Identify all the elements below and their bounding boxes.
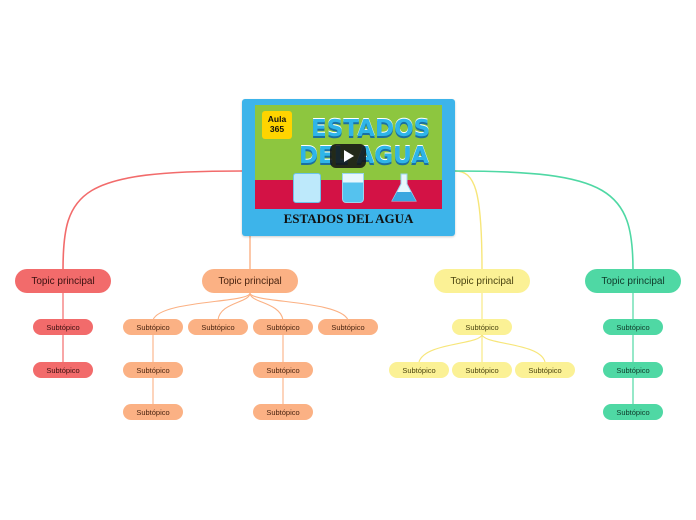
- subtopic-orange-3-1[interactable]: Subtópico: [253, 362, 313, 378]
- topic-green[interactable]: Topic principal: [585, 269, 681, 293]
- subtopic-yellow-1[interactable]: Subtópico: [452, 319, 512, 335]
- subtopic-orange-1-2[interactable]: Subtópico: [123, 404, 183, 420]
- subtopic-yellow-1-1[interactable]: Subtópico: [389, 362, 449, 378]
- subtopic-orange-1[interactable]: Subtópico: [123, 319, 183, 335]
- play-button[interactable]: [330, 144, 366, 168]
- connector-central-green: [454, 170, 634, 271]
- subtopic-yellow-1-3[interactable]: Subtópico: [515, 362, 575, 378]
- video-thumbnail[interactable]: Aula 365 ESTADOS DEL AGUA: [255, 105, 442, 209]
- subtopic-red-1[interactable]: Subtópico: [33, 319, 93, 335]
- central-caption: ESTADOS DEL AGUA: [283, 211, 414, 226]
- aula365-logo: Aula 365: [262, 111, 292, 139]
- water-glass-icon: [342, 173, 364, 203]
- topic-yellow[interactable]: Topic principal: [434, 269, 530, 293]
- subtopic-green-3[interactable]: Subtópico: [603, 404, 663, 420]
- connector-central-red: [62, 170, 243, 271]
- connector-central-yellow: [454, 170, 483, 271]
- ice-cube-icon: [293, 173, 321, 203]
- topic-red[interactable]: Topic principal: [15, 269, 111, 293]
- banner-title-line-1: ESTADOS: [311, 116, 431, 142]
- subtopic-red-2[interactable]: Subtópico: [33, 362, 93, 378]
- subtopic-orange-3[interactable]: Subtópico: [253, 319, 313, 335]
- subtopic-orange-1-1[interactable]: Subtópico: [123, 362, 183, 378]
- subtopic-orange-2[interactable]: Subtópico: [188, 319, 248, 335]
- subtopic-green-2[interactable]: Subtópico: [603, 362, 663, 378]
- subtopic-yellow-1-2[interactable]: Subtópico: [452, 362, 512, 378]
- logo-line-1: Aula: [267, 114, 287, 124]
- logo-line-2: 365: [269, 124, 285, 134]
- subtopic-orange-4[interactable]: Subtópico: [318, 319, 378, 335]
- subtopic-orange-3-2[interactable]: Subtópico: [253, 404, 313, 420]
- topic-orange[interactable]: Topic principal: [202, 269, 298, 293]
- central-topic[interactable]: Aula 365 ESTADOS DEL AGUA ESTADOS DEL AG…: [242, 99, 455, 236]
- subtopic-green-1[interactable]: Subtópico: [603, 319, 663, 335]
- flask-icon: [391, 173, 417, 202]
